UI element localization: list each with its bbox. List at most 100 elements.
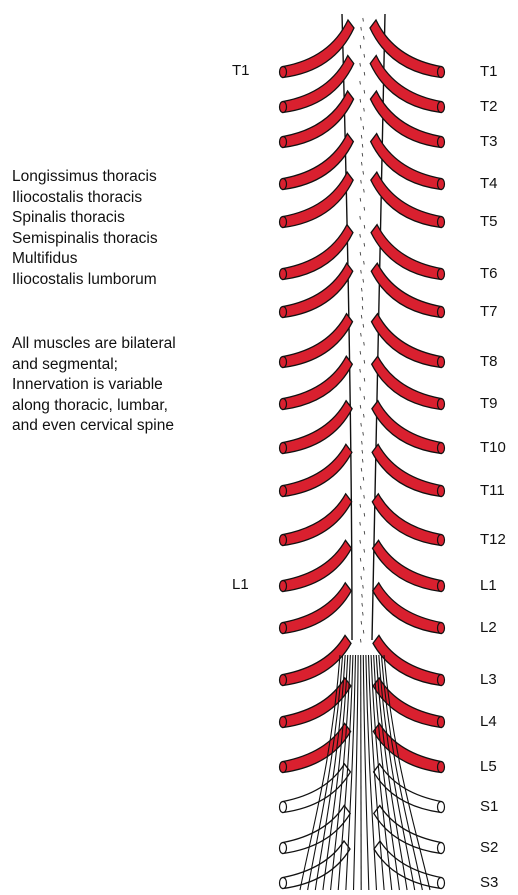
nerve-roots <box>280 20 445 889</box>
root-cut-end <box>438 486 445 497</box>
cord-fiber <box>364 72 365 76</box>
cord-fiber <box>362 459 363 463</box>
muscle-segment <box>371 314 441 368</box>
right-label: T7 <box>480 303 498 321</box>
cord-fiber <box>364 531 365 535</box>
right-label: T11 <box>480 482 505 500</box>
cord-fiber <box>360 81 361 85</box>
cord-fiber <box>361 180 362 184</box>
muscle-list: Longissimus thoracis Iliocostalis thorac… <box>12 167 158 290</box>
cauda-strand <box>363 655 369 890</box>
muscle-item: Spinalis thoracis <box>12 208 158 229</box>
root-cut-end <box>280 675 287 686</box>
cord-fiber <box>364 36 365 40</box>
left-label-l1: L1 <box>232 576 249 594</box>
muscle-item: Iliocostalis thoracis <box>12 188 158 209</box>
root-cut-end <box>280 843 287 854</box>
root-cut-end <box>438 843 445 854</box>
cord-fiber <box>360 504 361 508</box>
cord-fiber <box>362 441 363 445</box>
cord-fiber <box>360 63 361 67</box>
root-cut-end <box>438 581 445 592</box>
cord-fiber <box>362 297 363 301</box>
cord-fiber <box>363 171 364 175</box>
cord-fiber <box>364 243 365 247</box>
right-label: T2 <box>480 98 498 116</box>
root-cut-end <box>438 179 445 190</box>
cord-fiber <box>364 342 365 346</box>
cord-fiber <box>363 126 364 130</box>
cord-fiber <box>360 45 361 49</box>
cord-fiber <box>360 387 361 391</box>
cord-fiber <box>362 153 363 157</box>
right-label: T3 <box>480 133 498 151</box>
right-label: L5 <box>480 758 497 776</box>
right-label: T10 <box>480 439 506 457</box>
right-label: T4 <box>480 175 498 193</box>
muscle-segment <box>372 494 441 546</box>
cord-fiber <box>360 540 361 544</box>
muscle-item: Iliocostalis lumborum <box>12 270 158 291</box>
muscle-segment <box>283 401 352 454</box>
root-cut-end <box>438 102 445 113</box>
root-cut-end <box>438 217 445 228</box>
cord-fiber <box>361 288 362 292</box>
cord-fiber <box>363 612 364 616</box>
cord-fiber <box>364 396 365 400</box>
cord-fiber <box>363 279 364 283</box>
root-cut-end <box>280 535 287 546</box>
right-nerve-root <box>373 723 444 772</box>
root-cut-end <box>280 399 287 410</box>
cord-fiber <box>364 495 365 499</box>
cord-fiber <box>360 234 361 238</box>
root-cut-end <box>438 137 445 148</box>
left-nerve-root <box>280 540 352 591</box>
cord-fiber <box>360 216 361 220</box>
cord-fiber <box>360 351 361 355</box>
root-cut-end <box>280 486 287 497</box>
root-cut-end <box>438 269 445 280</box>
cord-fiber <box>360 558 361 562</box>
left-nerve-root <box>280 723 351 772</box>
right-nerve-root <box>371 314 444 368</box>
cord-fiber <box>363 477 364 481</box>
muscle-item: Multifidus <box>12 249 158 270</box>
cord-fiber <box>364 207 365 211</box>
root-cut-end <box>438 443 445 454</box>
root-cut-end <box>438 675 445 686</box>
root-cut-end <box>280 717 287 728</box>
cord-fiber <box>361 621 362 625</box>
cord-fiber <box>364 189 365 193</box>
root-cut-end <box>280 137 287 148</box>
right-label: L4 <box>480 713 497 731</box>
root-cut-end <box>280 623 287 634</box>
muscle-segment <box>373 583 441 634</box>
muscle-segment <box>283 540 351 591</box>
right-label: S2 <box>480 839 498 857</box>
cord-fiber <box>361 468 362 472</box>
cord-fiber <box>362 594 363 598</box>
cord-fiber <box>364 261 365 265</box>
right-label: T9 <box>480 395 498 413</box>
root-cut-end <box>438 802 445 813</box>
cord-fiber <box>361 486 362 490</box>
note-line: along thoracic, lumbar, <box>12 396 252 417</box>
muscle-item: Longissimus thoracis <box>12 167 158 188</box>
right-label: T6 <box>480 265 498 283</box>
cord-fiber <box>362 306 363 310</box>
cord-fiber <box>363 567 364 571</box>
right-label: S1 <box>480 798 498 816</box>
cord-fiber <box>364 414 365 418</box>
root-cut-end <box>438 307 445 318</box>
right-label: S3 <box>480 874 498 892</box>
root-cut-end <box>438 623 445 634</box>
muscle-segment <box>373 723 441 772</box>
root-cut-end <box>280 67 287 78</box>
cord-fiber <box>363 585 364 589</box>
cord-fiber <box>360 198 361 202</box>
right-label: T12 <box>480 531 506 549</box>
cord-fiber <box>360 369 361 373</box>
cord-fiber <box>364 549 365 553</box>
cord-fiber <box>361 27 362 31</box>
cord-fiber <box>360 639 361 643</box>
